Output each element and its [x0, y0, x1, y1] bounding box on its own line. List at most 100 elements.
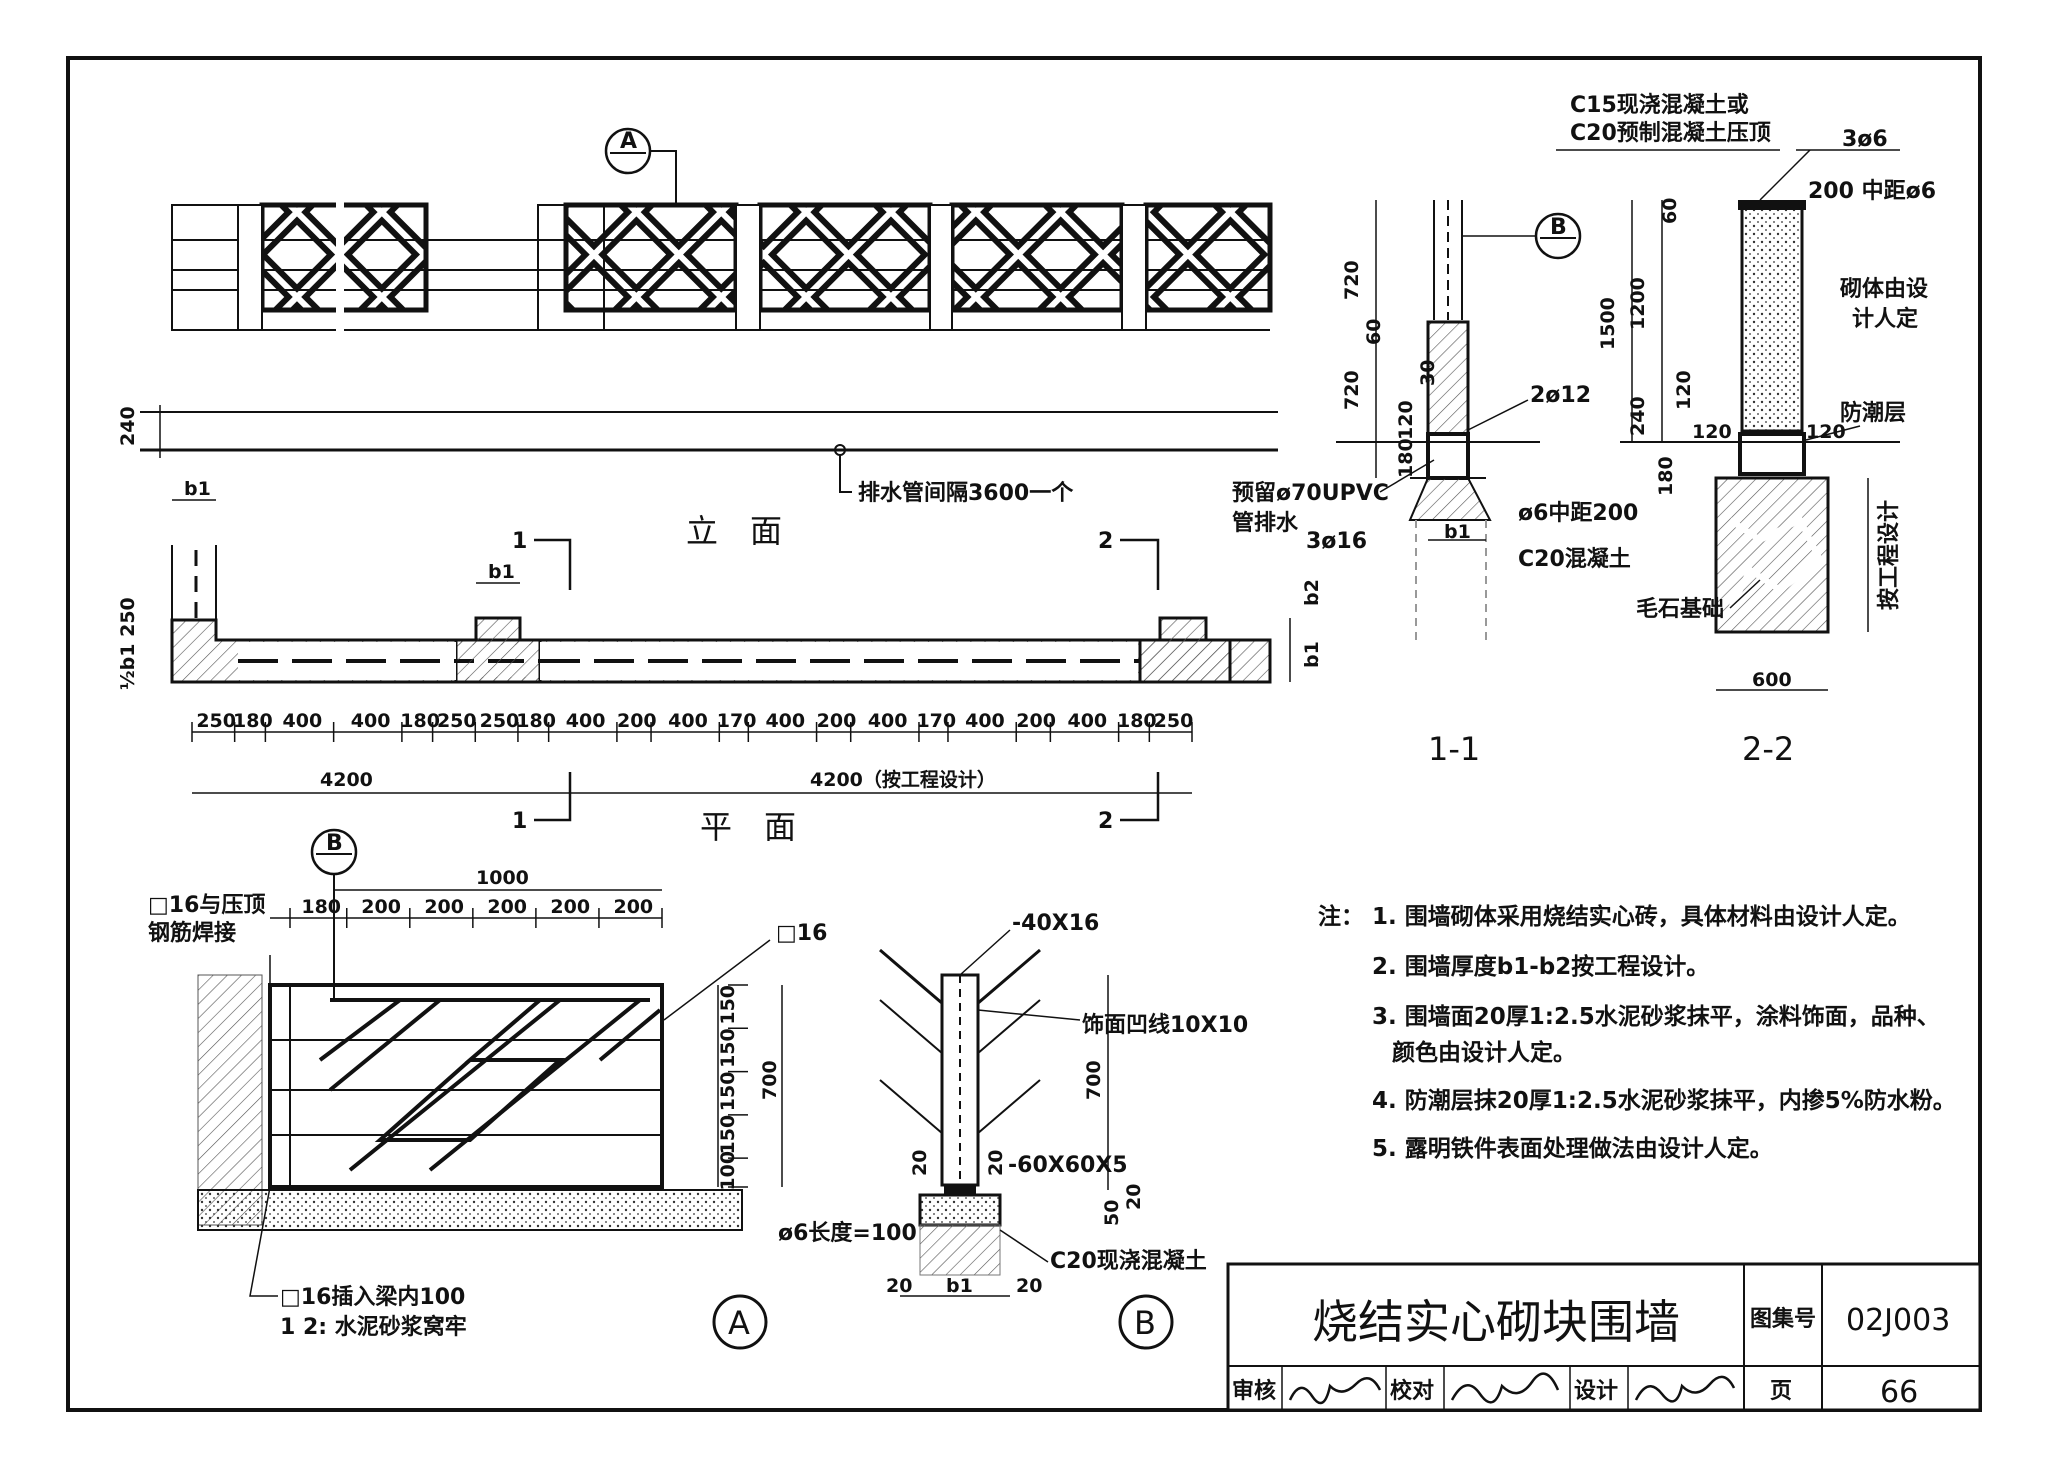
detailB-dim-20e: 20: [1123, 1184, 1145, 1210]
detailB-dim-50: 50: [1101, 1200, 1123, 1226]
detailA-callout-B: B: [326, 831, 343, 856]
detailB-dim-20d: 20: [1016, 1275, 1042, 1297]
plan-dim-label: 250: [480, 710, 520, 732]
s11-stirrup: ø6中距200: [1518, 501, 1638, 526]
detailA-label: A: [728, 1304, 750, 1342]
section-1-1-title: 1-1: [1428, 730, 1480, 768]
drain-note: 排水管间隔3600一个: [858, 480, 1074, 506]
s11-b1: b1: [1444, 521, 1471, 543]
plan-dim-label: 400: [1067, 710, 1107, 732]
detailB-b1: b1: [946, 1275, 973, 1297]
note-4: 4. 防潮层抹20厚1:2.5水泥砂浆抹平，内掺5%防水粉。: [1372, 1087, 1956, 1114]
plan-dim-label: 180: [1117, 710, 1157, 732]
s11-dim-180: 180: [1395, 438, 1417, 478]
title-block: 烧结实心砌块围墙 图集号 02J003 页 66 审核 校对 设计: [1226, 1262, 1982, 1412]
detailA-side-dim-label: 150: [717, 985, 739, 1025]
s22-dim-60: 60: [1659, 198, 1681, 224]
plan-total-left: 4200: [320, 769, 373, 791]
drawing-title: 烧结实心砌块围墙: [1312, 1295, 1680, 1349]
s11-dim-120: 120: [1395, 400, 1417, 440]
s22-coping-2: C20预制混凝土压顶: [1570, 120, 1771, 146]
detailB-concrete: C20现浇混凝土: [1050, 1248, 1207, 1274]
detailA-insert: □16插入梁内100: [280, 1285, 465, 1310]
s22-dim-1200: 1200: [1627, 277, 1649, 330]
s11-dim-60: 60: [1363, 319, 1385, 345]
checker-signature: [1450, 1372, 1560, 1404]
section-2-2: 1500 1200 240 120 60 180 120 120 600 C15…: [1556, 92, 1936, 768]
detailA-top-dim-label: 200: [550, 896, 590, 918]
s11-concrete: C20混凝土: [1518, 546, 1631, 572]
detailB-dim-20a: 20: [909, 1150, 931, 1176]
s11-pipe-note: 预留ø70UPVC: [1232, 480, 1389, 506]
plan-dim-label: 180: [400, 710, 440, 732]
sheet-frame: [66, 56, 1982, 1412]
page-no: 66: [1880, 1375, 1918, 1410]
s22-masonry-2: 计人定: [1852, 306, 1918, 332]
note-5: 5. 露明铁件表面处理做法由设计人定。: [1372, 1135, 1773, 1162]
plan-dim-label: 170: [916, 710, 956, 732]
detailA-height: 700: [759, 1060, 781, 1100]
atlas-label: 图集号: [1750, 1306, 1816, 1332]
plan-dim-label: 200: [617, 710, 657, 732]
plan-dim-label: 400: [668, 710, 708, 732]
plan-dim-label: 400: [965, 710, 1005, 732]
elevation-view: 240 排水管间隔3600一个 A 立 面: [117, 127, 1278, 550]
detailB-anchor: ø6长度=100: [778, 1220, 917, 1246]
s11-callout-B: B: [1550, 215, 1567, 240]
plan-b1-mid: b1: [488, 561, 515, 583]
plan-b2: b2: [1301, 579, 1323, 606]
section-1-1: 720 60 720 120 180 30 B 2ø12 预留ø70UPVC 管…: [1232, 200, 1638, 768]
s11-dim-30: 30: [1417, 360, 1439, 386]
detailA-mortar: 1 2: 水泥砂浆窝牢: [280, 1314, 467, 1340]
s22-dim-1500: 1500: [1597, 297, 1619, 350]
plan-dim-label: 250: [196, 710, 236, 732]
detailB-label: B: [1134, 1304, 1156, 1342]
s22-dim-120a: 120: [1673, 370, 1695, 410]
plan-dim-label: 180: [516, 710, 556, 732]
detailA-side-dim-label: 150: [717, 1072, 739, 1112]
detailA-side-dim-label: 150: [717, 1028, 739, 1068]
plan-dim-label: 250: [437, 710, 477, 732]
detailA-top-dim-label: 180: [301, 896, 341, 918]
plan-title: 平 面: [700, 808, 796, 846]
cut-1-bottom: 1: [512, 809, 527, 834]
s11-rebar-bottom: 3ø16: [1306, 529, 1367, 554]
detailA-top-dim-label: 200: [613, 896, 653, 918]
s22-rebar: 3ø6: [1842, 127, 1888, 152]
plan-side-dims: ½b1 250: [117, 597, 139, 690]
elevation-title: 立 面: [686, 512, 782, 550]
plan-dim-label: 250: [1154, 710, 1194, 732]
s22-dim-180: 180: [1655, 456, 1677, 496]
plan-dim-label: 400: [868, 710, 908, 732]
cut-2-bottom: 2: [1098, 809, 1113, 834]
s11-dim-720-bottom: 720: [1341, 370, 1363, 410]
designer-signature: [1634, 1375, 1736, 1403]
notes-block: 注： 1. 围墙砌体采用烧结实心砖，具体材料由设计人定。 2. 围墙厚度b1-b…: [1318, 903, 1956, 1162]
detailA-top-dim-label: 200: [361, 896, 401, 918]
detailA-bar: □16: [776, 921, 827, 946]
note-3b: 颜色由设计人定。: [1392, 1039, 1576, 1066]
plan-dim-label: 400: [351, 710, 391, 732]
note-3: 3. 围墙面20厚1:2.5水泥砂浆抹平，涂料饰面，品种、: [1372, 1003, 1940, 1030]
s22-by-project: 按工程设计: [1876, 500, 1902, 610]
s22-coping-1: C15现浇混凝土或: [1570, 92, 1749, 118]
detailA-side-dim-label: 100: [717, 1151, 739, 1191]
s22-dim-600: 600: [1752, 669, 1792, 691]
plan-b1-left: b1: [184, 478, 211, 500]
s22-dim-240: 240: [1627, 396, 1649, 436]
detail-B: 700 -40X16 饰面凹线10X10 -60X60X5 ø6长度=100 C…: [778, 911, 1248, 1350]
detailB-groove: 饰面凹线10X10: [1082, 1012, 1248, 1038]
detailB-plate: -60X60X5: [1008, 1153, 1128, 1178]
cut-1-top: 1: [512, 529, 527, 554]
design-label: 设计: [1574, 1379, 1618, 1404]
detailB-dim-20c: 20: [886, 1275, 912, 1297]
cut-2-top: 2: [1098, 529, 1113, 554]
callout-A: A: [620, 129, 637, 154]
detailA-weld-2: 钢筋焊接: [148, 920, 236, 946]
plan-dim-label: 400: [283, 710, 323, 732]
detailB-height: 700: [1083, 1060, 1105, 1100]
